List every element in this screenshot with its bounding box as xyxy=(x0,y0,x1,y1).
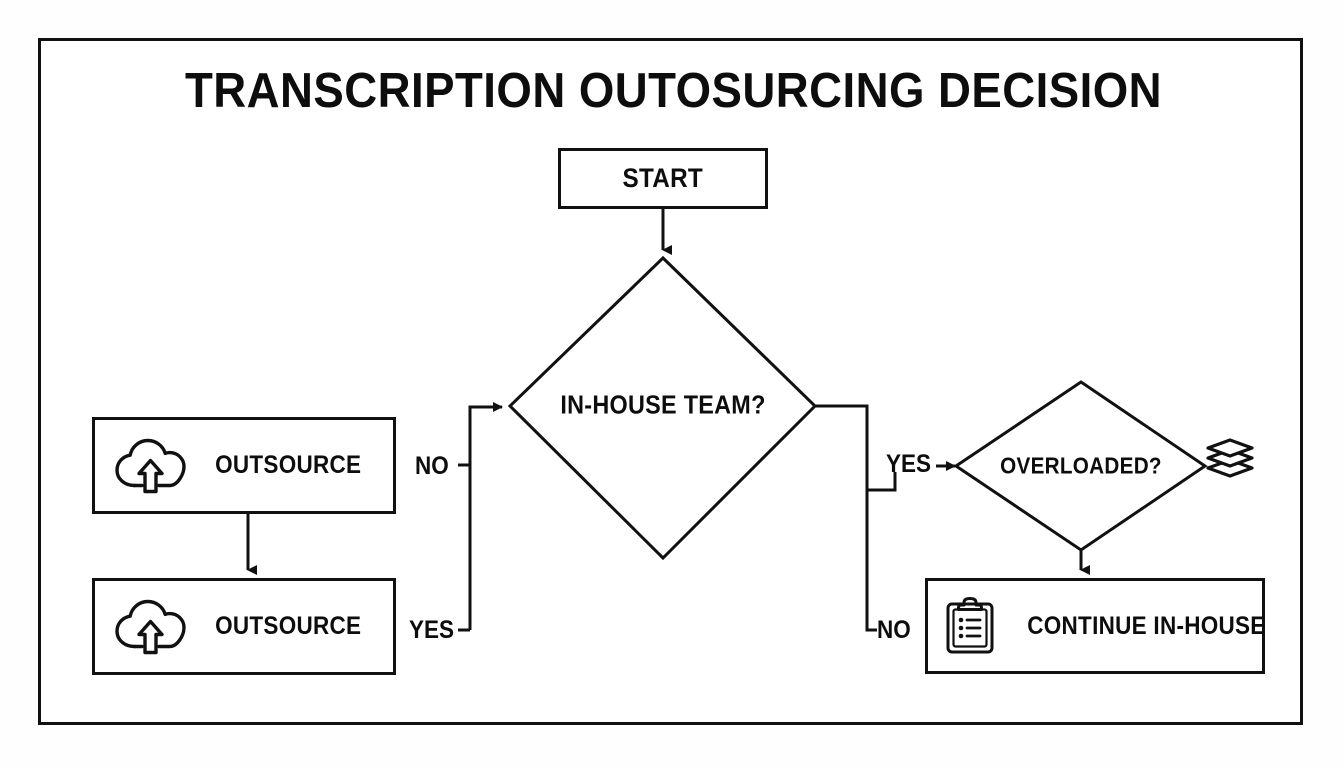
node-outsource-top-label: OUTSOURCE xyxy=(215,451,362,479)
node-in-house-team-label: IN-HOUSE TEAM? xyxy=(560,389,766,420)
node-overloaded-label: OVERLOADED? xyxy=(1000,452,1162,479)
edge-label-no-right: NO xyxy=(877,616,911,644)
node-start[interactable]: START xyxy=(558,148,768,209)
clipboard-checklist-icon xyxy=(944,596,996,656)
cloud-upload-icon xyxy=(113,436,189,496)
document-stack-icon xyxy=(1203,432,1257,494)
node-outsource-bottom[interactable]: OUTSOURCE xyxy=(92,578,396,675)
node-start-label: START xyxy=(622,163,704,193)
node-outsource-top[interactable]: OUTSOURCE xyxy=(92,417,396,514)
edge-label-yes-right: YES xyxy=(886,450,932,478)
node-continue-in-house[interactable]: CONTINUE IN-HOUSE xyxy=(925,578,1265,674)
page-title: TRANSCRIPTION OUTOSURCING DECISION xyxy=(184,64,1163,118)
edge-label-yes-left: YES xyxy=(409,616,455,644)
edge-label-no-left: NO xyxy=(415,452,449,480)
cloud-upload-icon xyxy=(113,597,189,657)
node-outsource-bottom-label: OUTSOURCE xyxy=(215,612,362,640)
node-continue-in-house-label: CONTINUE IN-HOUSE xyxy=(1027,611,1266,640)
